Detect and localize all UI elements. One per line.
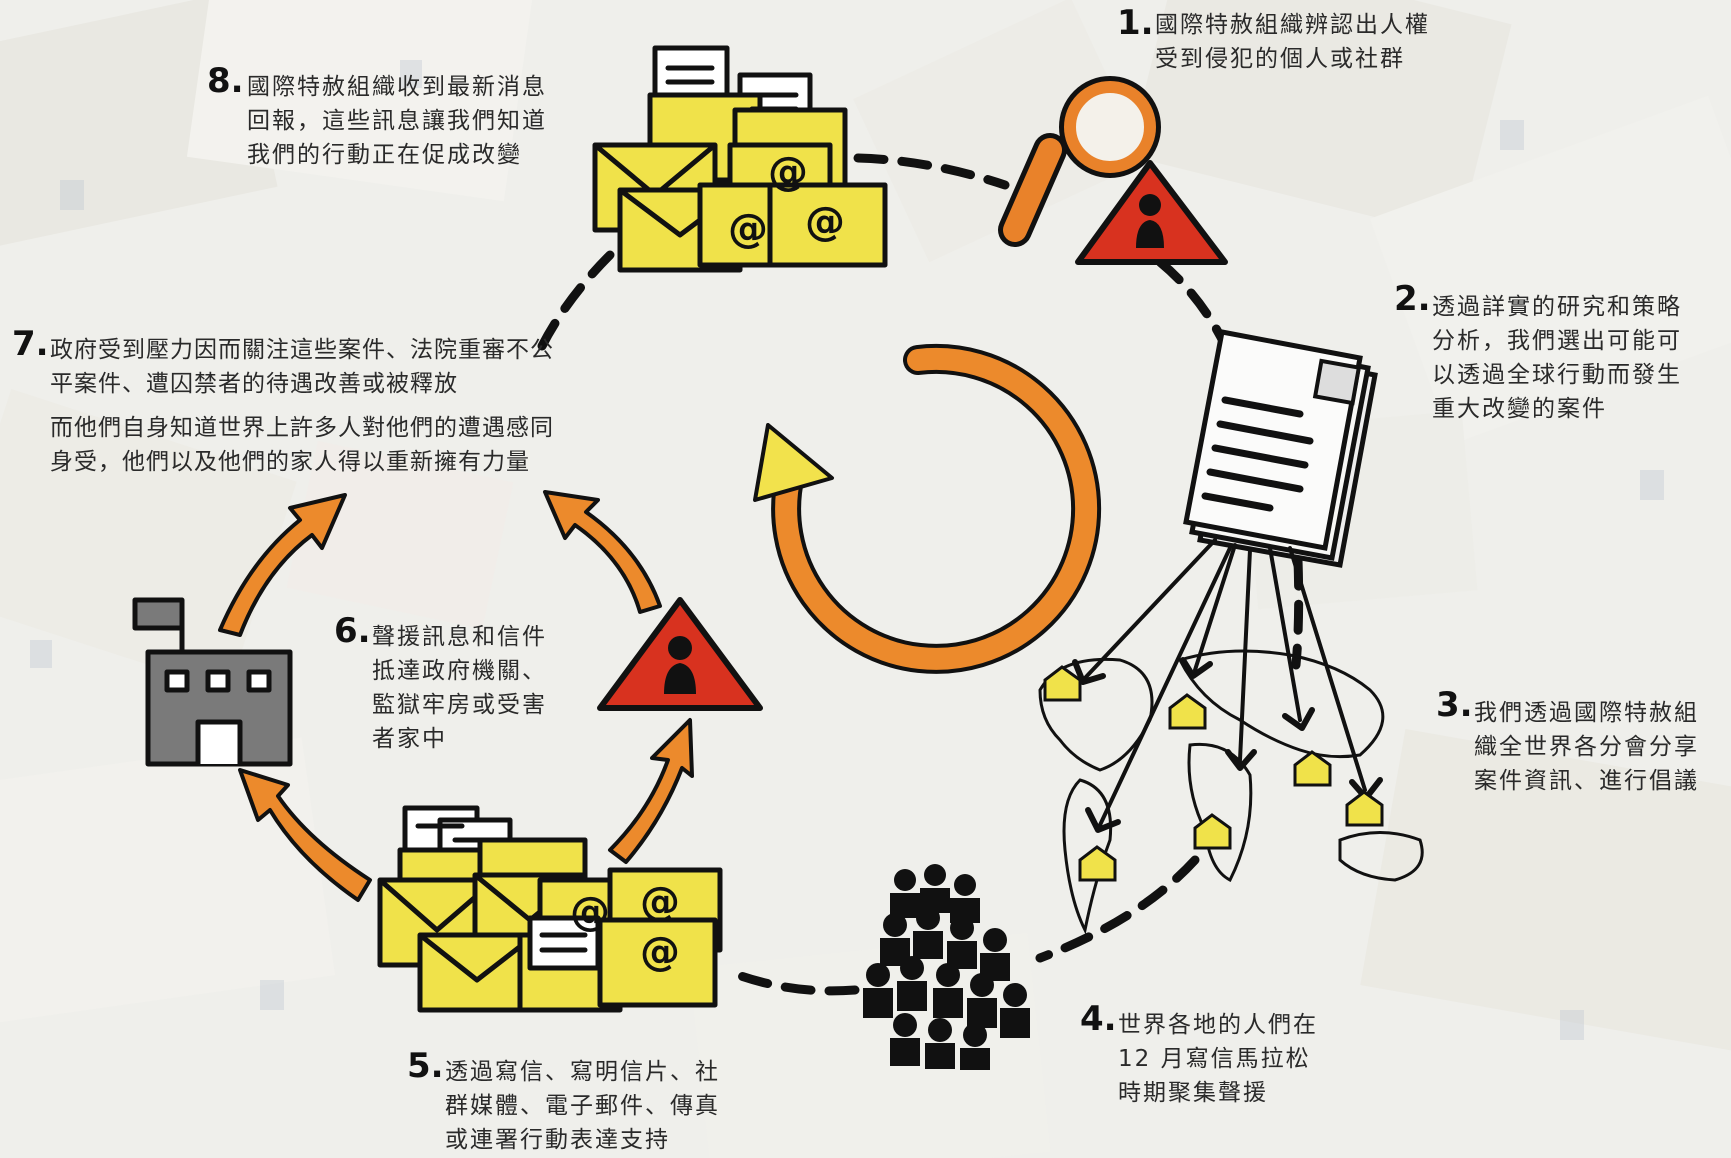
step-line: 重大改變的案件	[1432, 396, 1607, 422]
envelope-stack-icon	[592, 45, 888, 273]
step-line: 透過寫信、寫明信片、社	[445, 1059, 720, 1085]
step-number: 5.	[407, 1046, 444, 1086]
step-line: 世界各地的人們在	[1118, 1012, 1318, 1038]
step-line: 織全世界各分會分享	[1474, 734, 1699, 760]
case-document-icon	[1183, 329, 1378, 568]
step-line: 群媒體、電子郵件、傳真	[445, 1093, 720, 1119]
step-line: 12 月寫信馬拉松	[1118, 1046, 1311, 1072]
step-number: 1.	[1117, 3, 1154, 43]
step-line: 以透過全球行動而發生	[1432, 362, 1682, 388]
step-number: 3.	[1436, 685, 1473, 725]
envelope-stack-bottom-icon	[377, 805, 723, 1013]
step-line: 國際特赦組織收到最新消息	[247, 74, 547, 100]
step-5-text: 5. 透過寫信、寫明信片、社 群媒體、電子郵件、傳真 或連署行動表達支持	[407, 1049, 720, 1157]
step-1-text: 1. 國際特赦組織辨認出人權 受到侵犯的個人或社群	[1117, 6, 1430, 76]
step-number: 6.	[334, 611, 371, 651]
step-line: 我們的行動正在促成改變	[247, 142, 522, 168]
world-map-icon	[1038, 649, 1424, 935]
step-line: 受到侵犯的個人或社群	[1155, 46, 1405, 72]
step-line: 監獄牢房或受害	[372, 692, 547, 718]
warning-person-icon	[1075, 160, 1228, 265]
government-building-icon	[132, 597, 293, 767]
step-2-text: 2. 透過詳實的研究和策略 分析，我們選出可能可 以透過全球行動而發生 重大改變…	[1394, 282, 1682, 426]
step-line: 分析，我們選出可能可	[1432, 328, 1682, 354]
dashed-path-8-to-1	[853, 153, 1010, 190]
step-line: 平案件、遭囚禁者的待遇改善或被釋放	[50, 371, 458, 397]
svg-text:@: @	[570, 889, 610, 935]
svg-text:@: @	[640, 929, 680, 975]
step-4-text: 4. 世界各地的人們在 12 月寫信馬拉松 時期聚集聲援	[1080, 1002, 1318, 1110]
step-line: 透過詳實的研究和策略	[1432, 294, 1682, 320]
step-line: 國際特赦組織辨認出人權	[1155, 12, 1430, 38]
at-sign-bottom-icon: @@@	[570, 879, 680, 975]
step-line: 案件資訊、進行倡議	[1474, 768, 1699, 794]
step-line: 者家中	[372, 726, 447, 752]
step-line: 回報，這些訊息讓我們知道	[247, 108, 547, 134]
step-line: 或連署行動表達支持	[445, 1127, 670, 1153]
step-line: 我們透過國際特赦組	[1474, 700, 1699, 726]
step-number: 2.	[1394, 279, 1431, 319]
cycle-arrow-icon	[753, 343, 1102, 674]
step-number: 8.	[207, 61, 244, 101]
house-icons	[1043, 665, 1384, 882]
warning-person-icon-2	[597, 597, 763, 711]
crowd-people-icon	[863, 864, 1030, 1070]
dashed-path-4-to-5	[725, 967, 860, 996]
step-3-text: 3. 我們透過國際特赦組 織全世界各分會分享 案件資訊、進行倡議	[1436, 688, 1699, 798]
step-line: 時期聚集聲援	[1118, 1080, 1268, 1106]
svg-text:@: @	[805, 199, 845, 245]
step-8-text: 8. 國際特赦組織收到最新消息 回報，這些訊息讓我們知道 我們的行動正在促成改變	[207, 64, 547, 172]
step-line: 身受，他們以及他們的家人得以重新擁有力量	[50, 449, 530, 475]
step-line: 抵達政府機關、	[372, 658, 547, 684]
step-line: 政府受到壓力因而關注這些案件、法院重審不公	[50, 337, 554, 363]
step-number: 4.	[1080, 999, 1117, 1039]
step-7-text: 7. 政府受到壓力因而關注這些案件、法院重審不公 平案件、遭囚禁者的待遇改善或被…	[12, 327, 554, 479]
magnifying-glass-icon	[998, 76, 1161, 247]
step-line: 聲援訊息和信件	[372, 624, 547, 650]
svg-text:@: @	[640, 879, 680, 925]
svg-text:@: @	[728, 206, 768, 252]
dashed-path-3-to-4	[1035, 855, 1200, 963]
step-number: 7.	[12, 324, 49, 364]
dashed-path-to-8	[535, 250, 615, 355]
at-sign-icon: @@@	[728, 149, 845, 252]
svg-text:@: @	[768, 149, 808, 195]
step-line: 而他們自身知道世界上許多人對他們的遭遇感同	[50, 415, 554, 441]
dashed-path-1-to-2	[1155, 257, 1230, 350]
step-6-text: 6. 聲援訊息和信件 抵達政府機關、 監獄牢房或受害 者家中	[334, 614, 547, 756]
orange-arrows	[218, 490, 694, 902]
